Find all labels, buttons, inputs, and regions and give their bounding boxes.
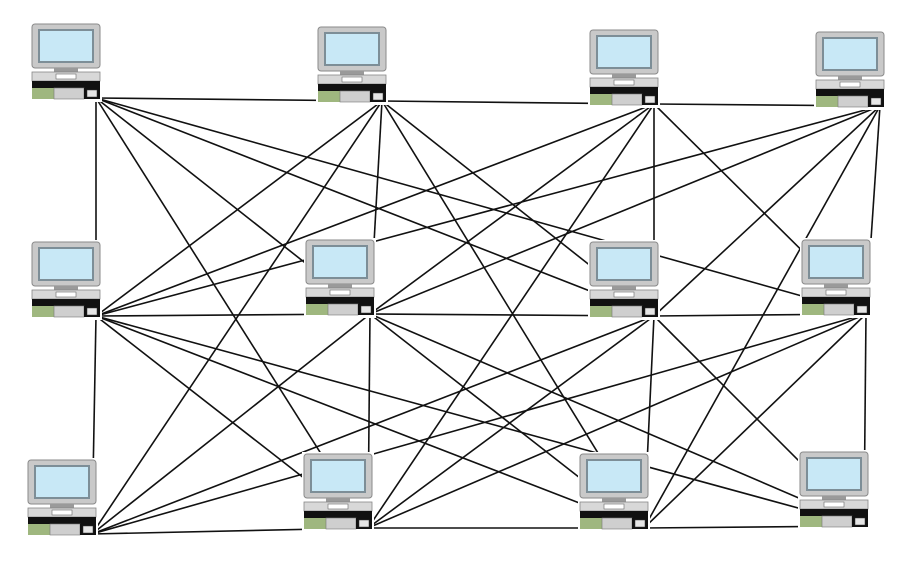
link-n3-n5 (95, 103, 655, 317)
link-n8-n11 (643, 313, 867, 529)
computer-node-n7 (588, 240, 660, 320)
desktop-computer-icon (316, 25, 388, 105)
desktop-computer-icon (588, 240, 660, 320)
computer-node-n1 (30, 22, 102, 102)
computer-node-n11 (578, 452, 650, 532)
desktop-computer-icon (304, 238, 376, 318)
desktop-computer-icon (30, 240, 102, 320)
desktop-computer-icon (302, 452, 374, 532)
link-n4-n7 (653, 105, 881, 317)
link-n7-n9 (91, 315, 655, 535)
link-n3-n6 (369, 103, 655, 315)
link-n6-n12 (369, 313, 865, 527)
computer-node-n10 (302, 452, 374, 532)
desktop-computer-icon (798, 450, 870, 530)
computer-node-n6 (304, 238, 376, 318)
link-n6-n9 (91, 313, 371, 535)
computer-node-n2 (316, 25, 388, 105)
link-n1-n7 (95, 97, 655, 317)
desktop-computer-icon (800, 238, 872, 318)
desktop-computer-icon (588, 28, 660, 108)
computer-node-n5 (30, 240, 102, 320)
link-n5-n12 (95, 315, 865, 527)
computer-node-n8 (800, 238, 872, 318)
link-n2-n5 (95, 100, 383, 317)
link-n2-n9 (91, 100, 383, 535)
link-n4-n6 (369, 105, 881, 315)
link-n4-n5 (95, 105, 881, 317)
link-n1-n8 (95, 97, 867, 315)
desktop-computer-icon (30, 22, 102, 102)
link-n8-n9 (91, 313, 867, 535)
link-n8-n10 (367, 313, 867, 529)
link-n5-n11 (95, 315, 645, 529)
link-n4-n11 (643, 105, 881, 529)
link-n3-n10 (367, 103, 655, 529)
computer-node-n12 (798, 450, 870, 530)
desktop-computer-icon (26, 458, 98, 538)
computer-node-n4 (814, 30, 886, 110)
link-n7-n10 (367, 315, 655, 529)
desktop-computer-icon (814, 30, 886, 110)
node-layer (26, 22, 886, 538)
computer-node-n9 (26, 458, 98, 538)
computer-node-n3 (588, 28, 660, 108)
desktop-computer-icon (578, 452, 650, 532)
link-layer (91, 97, 881, 535)
